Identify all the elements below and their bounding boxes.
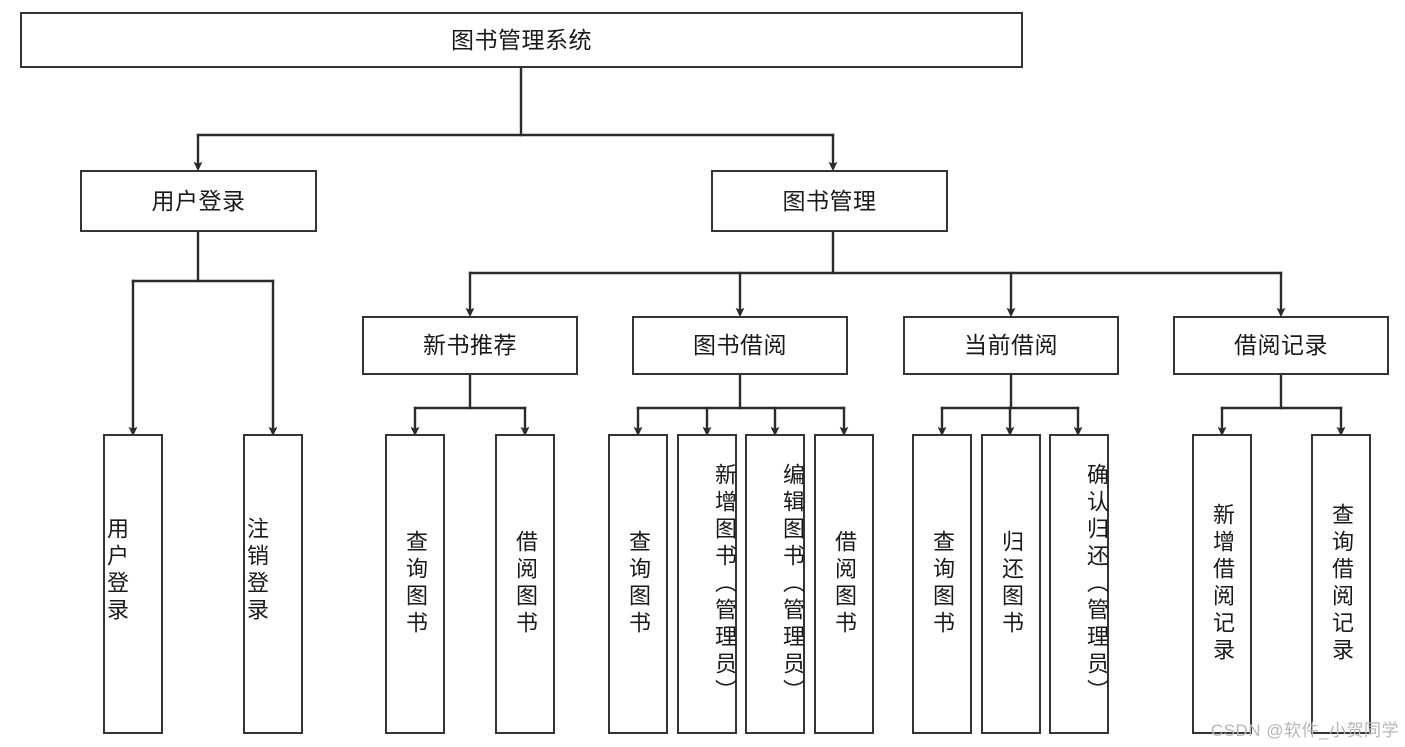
- node-leaf-add-book[interactable]: 新增图书（管理员）: [677, 434, 737, 734]
- node-leaf-query-book-2-label: 查询图书: [626, 530, 651, 638]
- node-leaf-return-book-label: 归还图书: [999, 530, 1024, 638]
- node-leaf-confirm-return-label: 确认归还（管理员）: [1084, 462, 1109, 706]
- node-root-system[interactable]: 图书管理系统: [20, 12, 1023, 68]
- node-user-login[interactable]: 用户登录: [80, 170, 317, 232]
- node-current-borrow[interactable]: 当前借阅: [903, 316, 1119, 375]
- node-leaf-query-record-label: 查询借阅记录: [1329, 503, 1354, 665]
- node-book-manage[interactable]: 图书管理: [711, 170, 948, 232]
- node-leaf-query-book-2[interactable]: 查询图书: [608, 434, 668, 734]
- node-leaf-logout-label: 注销登录: [244, 517, 269, 625]
- node-leaf-borrow-book-2[interactable]: 借阅图书: [814, 434, 874, 734]
- node-leaf-add-book-label: 新增图书（管理员）: [712, 462, 737, 706]
- node-leaf-query-book-3-label: 查询图书: [930, 530, 955, 638]
- node-leaf-add-record[interactable]: 新增借阅记录: [1192, 434, 1252, 734]
- node-new-book-recommend[interactable]: 新书推荐: [362, 316, 578, 375]
- node-leaf-borrow-book-1[interactable]: 借阅图书: [495, 434, 555, 734]
- node-leaf-edit-book-label: 编辑图书（管理员）: [780, 462, 805, 706]
- node-leaf-query-book-1[interactable]: 查询图书: [385, 434, 445, 734]
- node-leaf-query-record[interactable]: 查询借阅记录: [1311, 434, 1371, 734]
- node-leaf-query-book-1-label: 查询图书: [403, 530, 428, 638]
- node-leaf-confirm-return[interactable]: 确认归还（管理员）: [1049, 434, 1109, 734]
- csdn-watermark: CSDN @软件_小贺同学: [1210, 721, 1399, 740]
- node-borrow-record[interactable]: 借阅记录: [1173, 316, 1389, 375]
- node-leaf-edit-book[interactable]: 编辑图书（管理员）: [745, 434, 805, 734]
- node-book-borrow[interactable]: 图书借阅: [632, 316, 848, 375]
- node-leaf-borrow-book-1-label: 借阅图书: [513, 530, 538, 638]
- node-leaf-query-book-3[interactable]: 查询图书: [912, 434, 972, 734]
- node-leaf-return-book[interactable]: 归还图书: [981, 434, 1041, 734]
- node-leaf-user-login[interactable]: 用户登录: [103, 434, 163, 734]
- node-leaf-logout[interactable]: 注销登录: [243, 434, 303, 734]
- node-leaf-borrow-book-2-label: 借阅图书: [832, 530, 857, 638]
- node-leaf-add-record-label: 新增借阅记录: [1210, 503, 1235, 665]
- node-leaf-user-login-label: 用户登录: [104, 517, 129, 625]
